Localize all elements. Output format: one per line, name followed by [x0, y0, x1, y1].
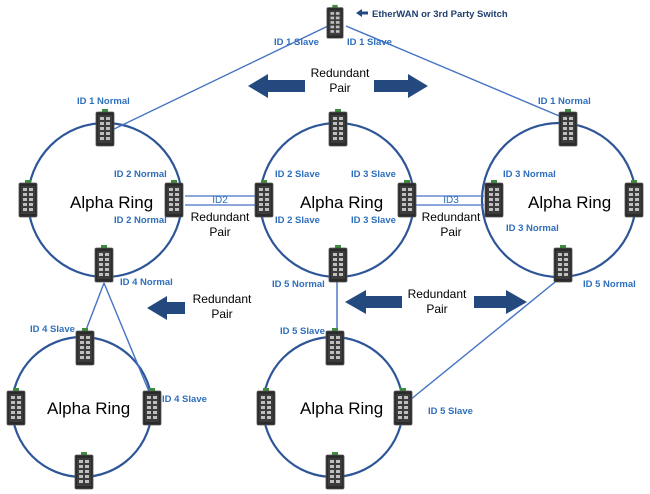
switch-ring-a-left [18, 180, 38, 218]
ring-title-c: Alpha Ring [528, 193, 611, 212]
arrow-left-bottom-icon [345, 290, 402, 314]
switch-ring-b-left [254, 180, 274, 218]
arrow-right-bottom-icon [474, 290, 527, 314]
switch-ring-a-right [164, 180, 184, 218]
port-label: ID 1 Normal [538, 96, 591, 107]
switch-ring-d-right [142, 388, 162, 426]
arrow-left-top-icon [248, 74, 305, 98]
arrow-left-icon [356, 9, 368, 17]
port-label: ID 4 Slave [162, 394, 207, 405]
switch-ring-a-top [95, 109, 115, 147]
port-label: ID 3 Slave [351, 215, 396, 226]
switch-ring-e-right [393, 388, 413, 426]
switch-ring-c-right [624, 180, 644, 218]
switch-top [326, 4, 344, 39]
port-label: ID 5 Normal [272, 279, 325, 290]
port-label: ID 3 Slave [351, 169, 396, 180]
link-id4-right [103, 282, 151, 395]
switch-ring-c-bottom [553, 245, 573, 283]
redundant-pair-bottom-line2: Pair [426, 302, 447, 316]
port-label: ID 1 Slave [347, 37, 392, 48]
switch-ring-c-left [484, 180, 504, 218]
switch-ring-c-top [558, 109, 578, 147]
arrow-right-top-icon [374, 74, 428, 98]
switch-ring-a-bottom [94, 245, 114, 283]
switch-ring-e-bottom [325, 452, 345, 490]
redundant-pair-id2-line2: Pair [209, 225, 230, 239]
redundant-pair-top-line1: Redundant [311, 66, 370, 80]
switch-ring-b-right [397, 180, 417, 218]
link-id5-diagonal [409, 277, 561, 401]
link-id2-label: ID2 [212, 195, 228, 206]
port-label: ID 3 Normal [503, 169, 556, 180]
port-label: ID 4 Normal [120, 277, 173, 288]
ring-title-d: Alpha Ring [47, 399, 130, 418]
redundant-pair-id3-line1: Redundant [422, 210, 481, 224]
port-label: ID 5 Slave [428, 406, 473, 417]
top-switch-label: EtherWAN or 3rd Party Switch [372, 9, 508, 20]
ring-title-a: Alpha Ring [70, 193, 153, 212]
port-label: ID 5 Slave [280, 326, 325, 337]
port-label: ID 5 Normal [583, 279, 636, 290]
arrow-left-mid-icon [147, 296, 185, 320]
port-label: ID 2 Normal [114, 169, 167, 180]
switch-ring-e-top [325, 328, 345, 366]
redundant-pair-id2-line1: Redundant [191, 210, 250, 224]
link-id3-label: ID3 [443, 195, 459, 206]
ring-title-e: Alpha Ring [300, 399, 383, 418]
link-top-to-ring-a [111, 25, 329, 131]
redundant-pair-mid-line2: Pair [211, 307, 232, 321]
port-label: ID 2 Slave [275, 169, 320, 180]
link-id4-left [85, 282, 105, 331]
port-label: ID 1 Normal [77, 96, 130, 107]
port-label: ID 1 Slave [274, 37, 319, 48]
link-top-to-ring-c [345, 25, 565, 119]
redundant-pair-mid-line1: Redundant [193, 292, 252, 306]
switch-ring-b-top [328, 109, 348, 147]
port-label: ID 2 Slave [275, 215, 320, 226]
redundant-pair-bottom-line1: Redundant [408, 287, 467, 301]
redundant-pair-top-line2: Pair [329, 81, 350, 95]
port-label: ID 3 Normal [506, 223, 559, 234]
switch-ring-d-bottom [74, 452, 94, 490]
redundant-pair-id3-line2: Pair [440, 225, 461, 239]
ring-title-b: Alpha Ring [300, 193, 383, 212]
port-label: ID 2 Normal [114, 215, 167, 226]
switch-ring-e-left [256, 388, 276, 426]
port-label: ID 4 Slave [30, 324, 75, 335]
switch-ring-d-left [6, 388, 26, 426]
switch-ring-d-top [75, 328, 95, 366]
switch-ring-b-bottom [328, 245, 348, 283]
